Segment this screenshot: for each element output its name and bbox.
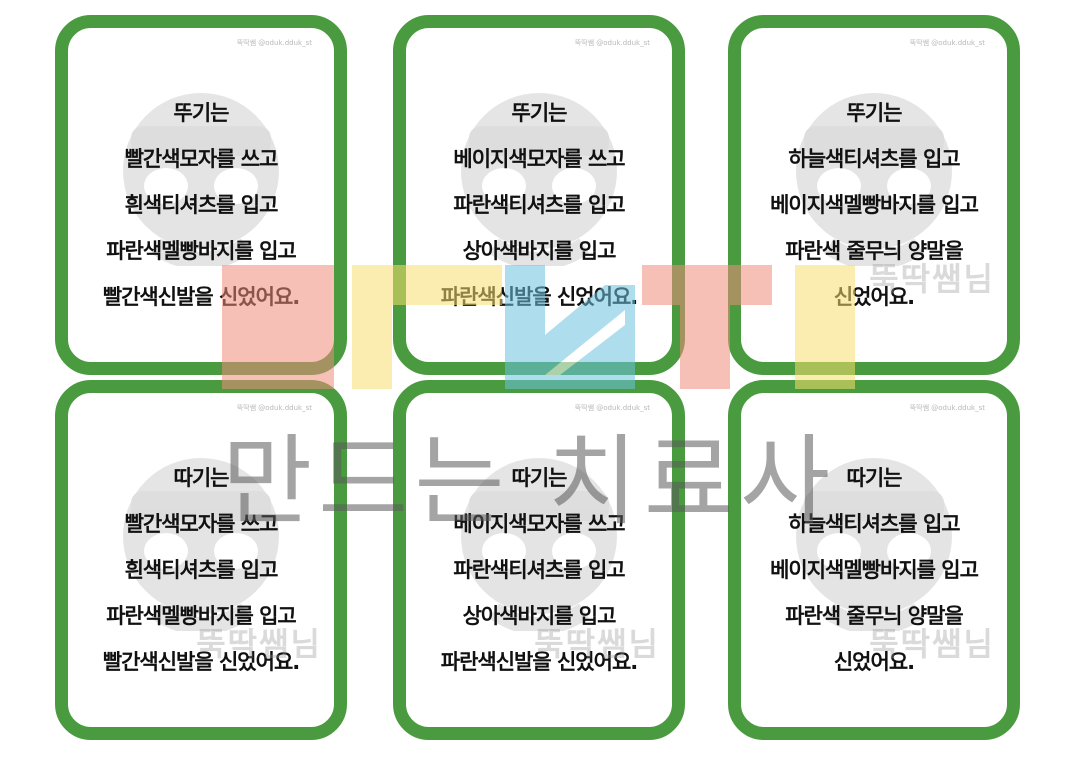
card-text: 따기는 빨간색모자를 쓰고 흰색티셔츠를 입고 파란색멜빵바지를 입고 빨간색신…: [68, 455, 334, 685]
card-line: 뚜기는: [173, 101, 230, 125]
card-text: 따기는 베이지색모자를 쓰고 파란색티셔츠를 입고 상아색바지를 입고 파란색신…: [406, 455, 672, 685]
card-ttugi-1: 뚜기1 뚝딱쌤 @oduk.dduk_st 뚜기는 빨간색모자를 쓰고 흰색티셔…: [55, 15, 347, 375]
card-text: 뚜기는 빨간색모자를 쓰고 흰색티셔츠를 입고 파란색멜빵바지를 입고 빨간색신…: [68, 90, 334, 320]
card-line: 뚜기는: [511, 101, 568, 125]
logo-block-red-left: [222, 265, 334, 389]
card-watermark: 뚝딱쌤님: [869, 260, 995, 298]
logo-block-yellow: [352, 265, 392, 389]
card-line: 베이지색모자를 쓰고: [453, 147, 625, 171]
card-ttagi-1: 따기1 뚝딱쌤 @oduk.dduk_st 따기는 빨간색모자를 쓰고 흰색티셔…: [55, 380, 347, 740]
card-credit: 뚝딱쌤 @oduk.dduk_st: [574, 404, 650, 412]
card-line: 파란색티셔츠를 입고: [453, 558, 625, 582]
card-line: 따기는: [173, 466, 230, 490]
card-line: 신었어요.: [833, 650, 915, 674]
card-credit: 뚝딱쌤 @oduk.dduk_st: [236, 39, 312, 47]
character-face-icon: [123, 93, 279, 266]
card-tag: 뚜기2: [456, 33, 482, 43]
card-line: 베이지색멜빵바지를 입고: [770, 558, 979, 582]
card-tag: 따기3: [791, 398, 817, 408]
card-line: 빨간색신발을 신었어요.: [102, 650, 301, 674]
card-tag: 따기1: [118, 398, 144, 408]
card-ttagi-3: 따기3 뚝딱쌤 @oduk.dduk_st 따기는 하늘색티셔츠를 입고 베이지…: [728, 380, 1020, 740]
card-line: 뚜기는: [846, 101, 903, 125]
card-tag: 뚜기1: [118, 33, 144, 43]
card-watermark: 뚝딱쌤님: [534, 625, 660, 663]
card-line: 빨간색모자를 쓰고: [124, 512, 279, 536]
card-watermark: 뚝딱쌤님: [869, 625, 995, 663]
card-line: 흰색티셔츠를 입고: [124, 193, 279, 217]
logo-block-red-right: [642, 265, 772, 305]
card-text: 뚜기는 하늘색티셔츠를 입고 베이지색멜빵바지를 입고 파란색 줄무늬 양말을 …: [741, 90, 1007, 320]
character-face-icon: [796, 93, 952, 266]
logo-block-yellow-top: [392, 265, 502, 305]
card-line: 베이지색멜빵바지를 입고: [770, 193, 979, 217]
card-line: 파란색 줄무늬 양말을: [785, 604, 964, 628]
card-watermark: 뚝딱쌤님: [196, 625, 322, 663]
card-text: 따기는 하늘색티셔츠를 입고 베이지색멜빵바지를 입고 파란색 줄무늬 양말을 …: [741, 455, 1007, 685]
card-credit: 뚝딱쌤 @oduk.dduk_st: [909, 404, 985, 412]
character-face-icon: [461, 458, 617, 631]
card-tag: 따기2: [456, 398, 482, 408]
card-line: 흰색티셔츠를 입고: [124, 558, 279, 582]
card-line: 파란색멜빵바지를 입고: [106, 239, 297, 263]
card-line: 하늘색티셔츠를 입고: [788, 512, 960, 536]
card-line: 하늘색티셔츠를 입고: [788, 147, 960, 171]
card-line: 따기는: [846, 466, 903, 490]
card-ttugi-3: 뚜기3 뚝딱쌤 @oduk.dduk_st 뚜기는 하늘색티셔츠를 입고 베이지…: [728, 15, 1020, 375]
logo-brand-text: 만드는 치료사: [222, 425, 837, 539]
card-credit: 뚝딱쌤 @oduk.dduk_st: [236, 404, 312, 412]
card-line: 파란색신발을 신었어요.: [440, 650, 639, 674]
card-ttagi-2: 따기2 뚝딱쌤 @oduk.dduk_st 따기는 베이지색모자를 쓰고 파란색…: [393, 380, 685, 740]
character-face-icon: [461, 93, 617, 266]
card-line: 파란색멜빵바지를 입고: [106, 604, 297, 628]
logo-block-red-right-stem: [680, 305, 730, 389]
card-line: 상아색바지를 입고: [462, 604, 617, 628]
logo-block-blue: [505, 265, 635, 389]
card-credit: 뚝딱쌤 @oduk.dduk_st: [574, 39, 650, 47]
card-line: 따기는: [511, 466, 568, 490]
card-line: 빨간색모자를 쓰고: [124, 147, 279, 171]
card-credit: 뚝딱쌤 @oduk.dduk_st: [909, 39, 985, 47]
card-line: 상아색바지를 입고: [462, 239, 617, 263]
card-line: 베이지색모자를 쓰고: [453, 512, 625, 536]
character-face-icon: [796, 458, 952, 631]
logo-block-yellow-right: [795, 265, 855, 389]
character-face-icon: [123, 458, 279, 631]
card-tag: 뚜기3: [791, 33, 817, 43]
card-line: 파란색티셔츠를 입고: [453, 193, 625, 217]
card-line: 파란색 줄무늬 양말을: [785, 239, 964, 263]
